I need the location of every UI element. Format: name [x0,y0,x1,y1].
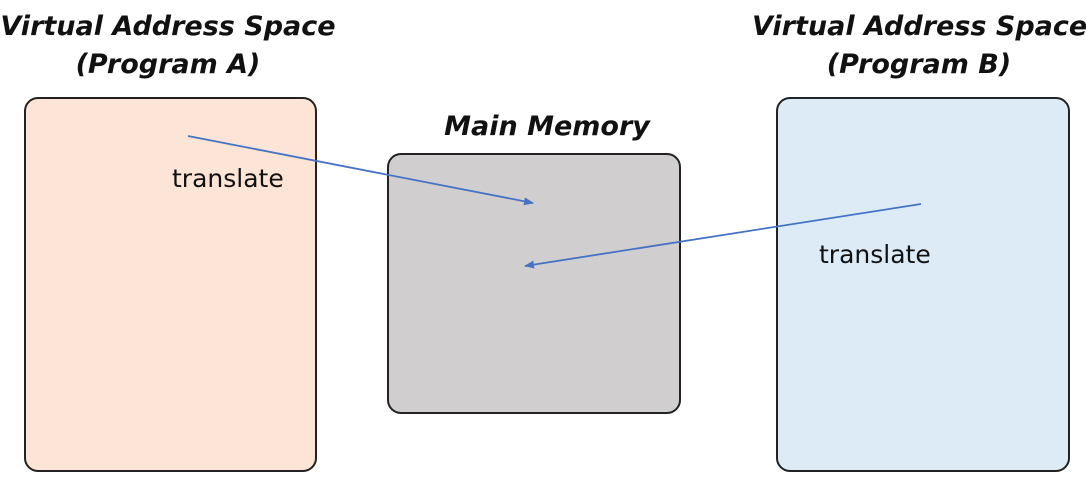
program-a-translate-label: translate [172,164,284,193]
program-a-title: Virtual Address Space (Program A) [0,8,336,84]
program-a-address-space-box [24,97,317,472]
main-memory-box [387,153,681,414]
program-b-address-space-box [776,97,1070,472]
program-a-title-line1: Virtual Address Space [0,11,336,42]
main-memory-title: Main Memory [444,111,650,142]
program-a-title-line2: (Program A) [75,49,261,80]
program-b-title: Virtual Address Space (Program B) [752,8,1086,84]
program-b-title-line1: Virtual Address Space [752,11,1086,42]
program-b-title-line2: (Program B) [826,49,1012,80]
program-b-translate-label: translate [819,240,931,269]
